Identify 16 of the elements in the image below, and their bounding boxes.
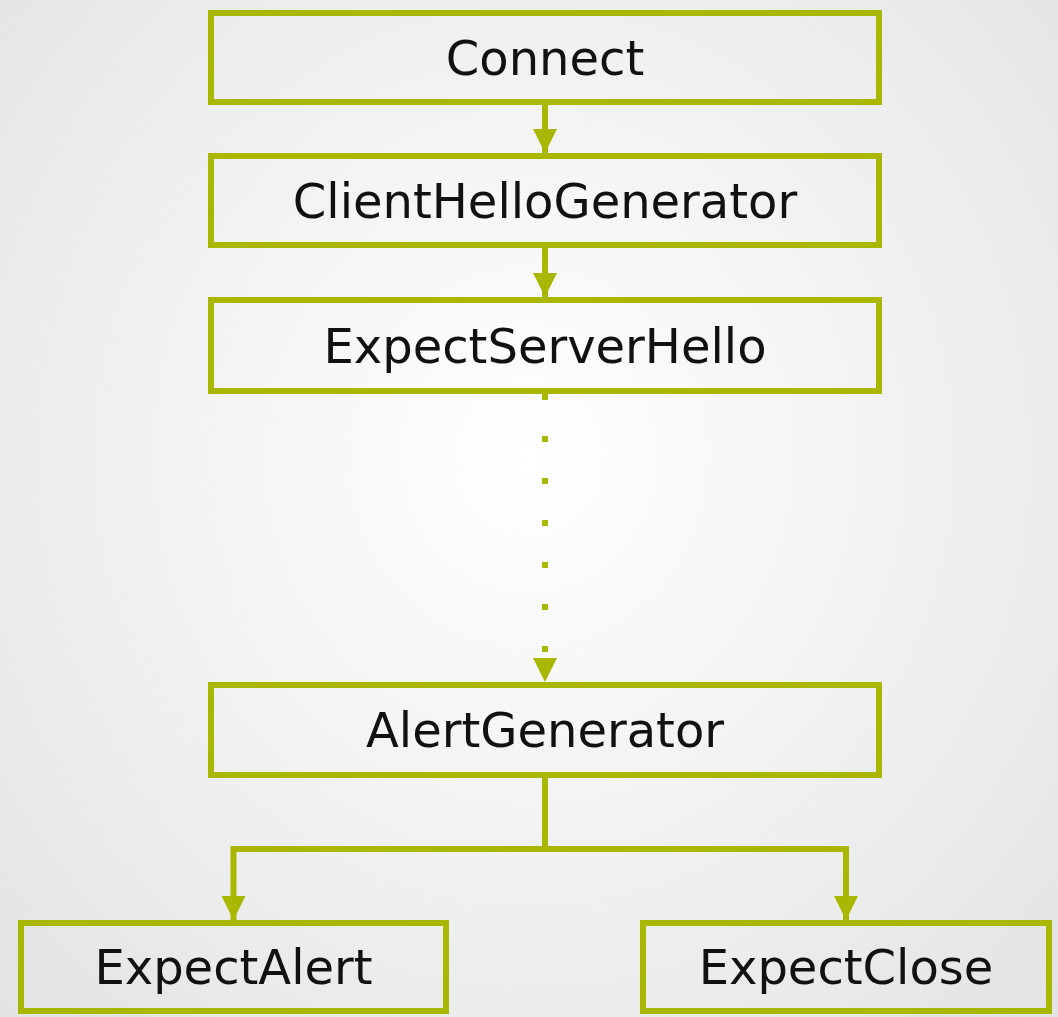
process-box — [640, 920, 1052, 1014]
process-box — [208, 297, 882, 394]
arrow — [533, 394, 557, 682]
node-label: ExpectAlert — [94, 939, 373, 995]
node-label: ExpectServerHello — [323, 317, 767, 374]
arrow — [533, 105, 557, 153]
node-label: ExpectClose — [698, 939, 994, 995]
arrow — [533, 248, 557, 297]
node-label: Connect — [445, 29, 645, 86]
node-label: AlertGenerator — [366, 702, 724, 758]
process-box — [18, 920, 449, 1014]
process-box — [208, 10, 882, 105]
node-label: ClientHelloGenerator — [292, 172, 798, 229]
arrow — [542, 778, 858, 920]
process-box — [208, 682, 882, 778]
process-box — [208, 153, 882, 248]
